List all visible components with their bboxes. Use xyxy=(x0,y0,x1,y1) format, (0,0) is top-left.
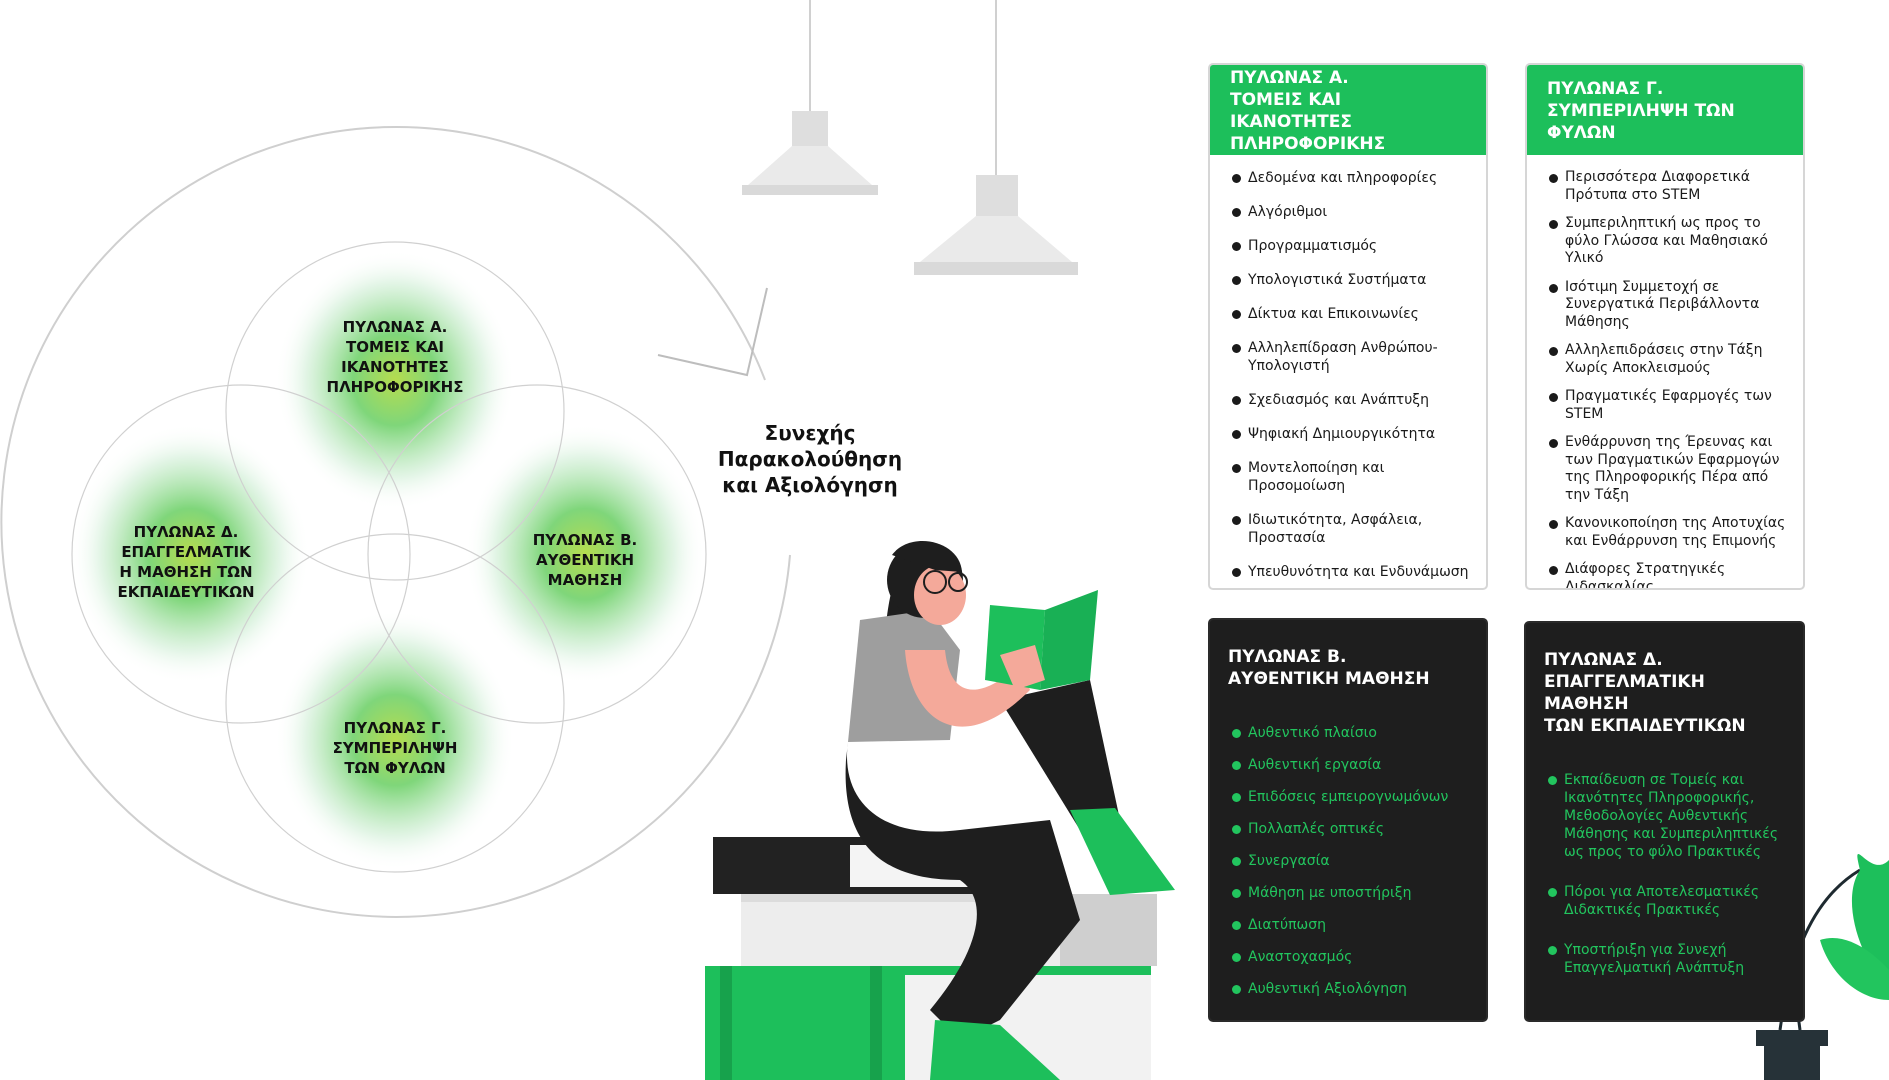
list-item: Υποστήριξη για Συνεχή Επαγγελματική Ανάπ… xyxy=(1548,941,1793,977)
list-item: Αλγόριθμοι xyxy=(1232,203,1476,221)
list-item: Επιδόσεις εμπειρογνωμόνων xyxy=(1232,788,1476,806)
list-item: Προγραμματισμός xyxy=(1232,237,1476,255)
glow-d xyxy=(70,424,310,684)
venn-circles xyxy=(71,241,707,873)
list-item: Πόροι για Αποτελεσματικές Διδακτικές Πρα… xyxy=(1548,883,1793,919)
cycle-label: Συνεχής Παρακολούθηση και Αξιολόγηση xyxy=(717,421,903,497)
card-pillar-b: ΠΥΛΩΝΑΣ Β. ΑΥΘΕΝΤΙΚΗ ΜΑΘΗΣΗ Αυθεντικό πλ… xyxy=(1208,618,1488,1022)
list-item: Συμπεριληπτική ως προς το φύλο Γλώσσα κα… xyxy=(1549,215,1793,268)
list-item: Αυθεντική εργασία xyxy=(1232,756,1476,774)
list-item: Διάφορες Στρατηγικές Διδασκαλίας xyxy=(1549,561,1793,588)
card-pillar-d: ΠΥΛΩΝΑΣ Δ. ΕΠΑΓΓΕΛΜΑΤΙΚΗ ΜΑΘΗΣΗ ΤΩΝ ΕΚΠΑ… xyxy=(1524,621,1805,1022)
glow-a xyxy=(275,250,515,510)
glow-b xyxy=(465,424,705,684)
list-item: Σχεδιασμός και Ανάπτυξη xyxy=(1232,391,1476,409)
list-item: Δεδομένα και πληροφορίες xyxy=(1232,169,1476,187)
venn-label-pillar-b: ΠΥΛΩΝΑΣ Β. ΑΥΘΕΝΤΙΚΗ ΜΑΘΗΣΗ xyxy=(532,531,638,589)
lamp-icon xyxy=(914,0,1078,275)
list-item: Περισσότερα Διαφορετικά Πρότυπα στο STEM xyxy=(1549,169,1793,204)
card-pillar-a: ΠΥΛΩΝΑΣ Α. ΤΟΜΕΙΣ ΚΑΙ ΙΚΑΝΟΤΗΤΕΣ ΠΛΗΡΟΦΟ… xyxy=(1208,63,1488,590)
venn-label-pillar-a: ΠΥΛΩΝΑΣ Α. ΤΟΜΕΙΣ ΚΑΙ ΙΚΑΝΟΤΗΤΕΣ ΠΛΗΡΟΦΟ… xyxy=(326,318,464,396)
glow-g xyxy=(275,610,515,870)
list-item: Υπευθυνότητα και Ενδυνάμωση xyxy=(1232,563,1476,581)
card-list: Εκπαίδευση σε Τομείς και Ικανότητες Πληρ… xyxy=(1526,757,1803,977)
list-item: Πραγματικές Εφαρμογές των STEM xyxy=(1549,388,1793,423)
card-title: ΠΥΛΩΝΑΣ Δ. ΕΠΑΓΓΕΛΜΑΤΙΚΗ ΜΑΘΗΣΗ ΤΩΝ ΕΚΠΑ… xyxy=(1544,650,1746,736)
card-list: Περισσότερα Διαφορετικά Πρότυπα στο STEM… xyxy=(1527,155,1803,588)
list-item: Διατύπωση xyxy=(1232,916,1476,934)
reading-girl-illustration xyxy=(845,540,1175,1080)
list-item: Πολλαπλές οπτικές xyxy=(1232,820,1476,838)
list-item: Ιδιωτικότητα, Ασφάλεια, Προστασία xyxy=(1232,511,1476,547)
list-item: Εκπαίδευση σε Τομείς και Ικανότητες Πληρ… xyxy=(1548,771,1793,861)
arrow-head-icon xyxy=(657,287,768,377)
list-item: Κανονικοποίηση της Αποτυχίας και Ενθάρρυ… xyxy=(1549,515,1793,550)
list-item: Υπολογιστικά Συστήματα xyxy=(1232,271,1476,289)
list-item: Αλληλεπιδράσεις στην Τάξη Χωρίς Αποκλεισ… xyxy=(1549,342,1793,377)
list-item: Ενθάρρυνση της Έρευνας και των Πραγματικ… xyxy=(1549,434,1793,504)
list-item: Αυθεντικό πλαίσιο xyxy=(1232,724,1476,742)
list-item: Δίκτυα και Επικοινωνίες xyxy=(1232,305,1476,323)
list-item: Αναστοχασμός xyxy=(1232,948,1476,966)
list-item: Μοντελοποίηση και Προσομοίωση xyxy=(1232,459,1476,495)
card-title: ΠΥΛΩΝΑΣ Β. ΑΥΘΕΝΤΙΚΗ ΜΑΘΗΣΗ xyxy=(1228,647,1430,689)
card-pillar-g: ΠΥΛΩΝΑΣ Γ. ΣΥΜΠΕΡΙΛΗΨΗ ΤΩΝ ΦΥΛΩΝ Περισσό… xyxy=(1525,63,1805,590)
card-title: ΠΥΛΩΝΑΣ Γ. ΣΥΜΠΕΡΙΛΗΨΗ ΤΩΝ ΦΥΛΩΝ xyxy=(1527,65,1803,155)
lamp-icon xyxy=(742,0,878,195)
venn-label-pillar-g: ΠΥΛΩΝΑΣ Γ. ΣΥΜΠΕΡΙΛΗΨΗ ΤΩΝ ΦΥΛΩΝ xyxy=(332,719,458,777)
list-item: Ψηφιακή Δημιουργικότητα xyxy=(1232,425,1476,443)
list-item: Αλληλεπίδραση Ανθρώπου-Υπολογιστή xyxy=(1232,339,1476,375)
list-item: Συνεργασία xyxy=(1232,852,1476,870)
cycle-arc xyxy=(0,125,791,918)
list-item: Αυθεντική Αξιολόγηση xyxy=(1232,980,1476,998)
card-title: ΠΥΛΩΝΑΣ Α. ΤΟΜΕΙΣ ΚΑΙ ΙΚΑΝΟΤΗΤΕΣ ΠΛΗΡΟΦΟ… xyxy=(1210,65,1486,155)
list-item: Μάθηση με υποστήριξη xyxy=(1232,884,1476,902)
list-item: Ισότιμη Συμμετοχή σε Συνεργατικά Περιβάλ… xyxy=(1549,279,1793,332)
venn-label-pillar-d: ΠΥΛΩΝΑΣ Δ. ΕΠΑΓΓΕΛΜΑΤΙΚ Η ΜΑΘΗΣΗ ΤΩΝ ΕΚΠ… xyxy=(117,523,255,601)
